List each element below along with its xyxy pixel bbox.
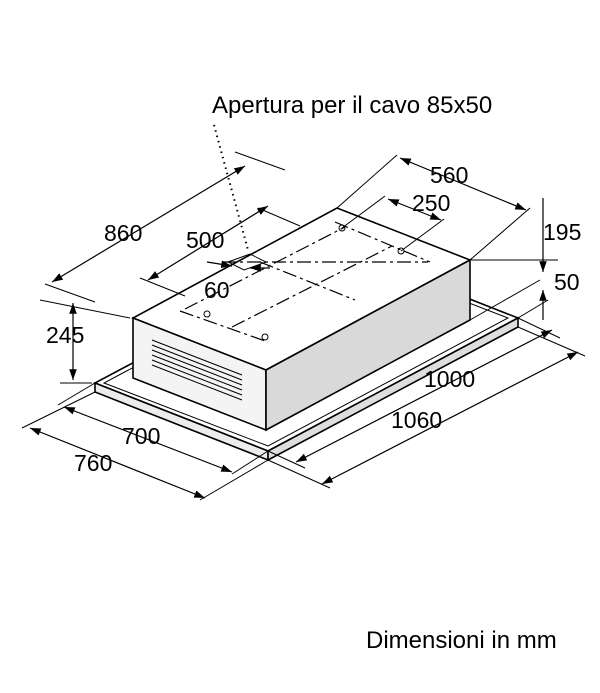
dimension-lines — [21, 151, 586, 501]
mounting-centerlines — [179, 221, 431, 343]
hood-body — [131, 207, 472, 432]
dim-560: 560 — [430, 162, 468, 188]
dim-1060: 1060 — [391, 407, 442, 433]
vent-grille — [151, 339, 243, 401]
dim-700: 700 — [122, 423, 160, 449]
dim-50: 50 — [554, 269, 580, 295]
dim-245: 245 — [46, 322, 84, 348]
dim-60: 60 — [204, 277, 230, 303]
cable-opening-label: Apertura per il cavo 85x50 — [212, 92, 492, 119]
units-note: Dimensioni in mm — [366, 627, 557, 654]
dim-500: 500 — [186, 227, 224, 253]
dim-195: 195 — [543, 219, 581, 245]
dim-1000: 1000 — [424, 366, 475, 392]
dim-760: 760 — [74, 450, 112, 476]
dim-860: 860 — [104, 220, 142, 246]
dim-250: 250 — [412, 190, 450, 216]
